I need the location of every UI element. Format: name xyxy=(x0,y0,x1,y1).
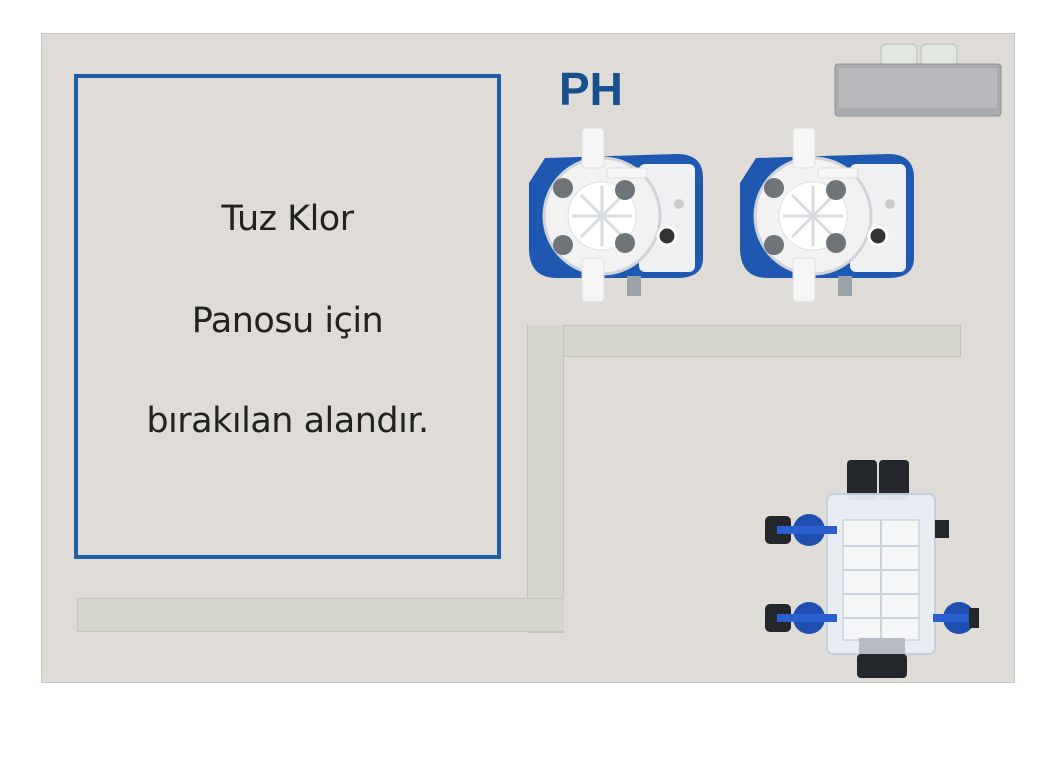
cable-duct-top xyxy=(527,325,961,357)
ph-label: PH xyxy=(559,63,623,115)
ph-dosing-pump-1 xyxy=(529,127,703,303)
reserved-area-text-line-2: Panosu için xyxy=(191,301,384,341)
probe-flow-cell xyxy=(765,460,979,678)
reserved-area-text-line-3: bırakılan alandır. xyxy=(146,401,429,441)
cable-duct-vertical xyxy=(527,325,564,633)
pump-icon xyxy=(529,127,703,303)
duct-joint-top xyxy=(528,326,563,356)
pump-icon xyxy=(740,127,914,303)
ph-dosing-pump-2 xyxy=(740,127,914,303)
duct-joint-bottom xyxy=(528,599,563,631)
sensor-controller-box xyxy=(834,43,1002,117)
reserved-area-text-line-1: Tuz Klor xyxy=(221,199,354,239)
flow-cell-icon xyxy=(765,460,979,678)
cable-duct-bottom xyxy=(77,598,564,632)
salt-chlorine-panel-reserved-area: Tuz Klor Panosu için bırakılan alandır. xyxy=(74,74,501,559)
